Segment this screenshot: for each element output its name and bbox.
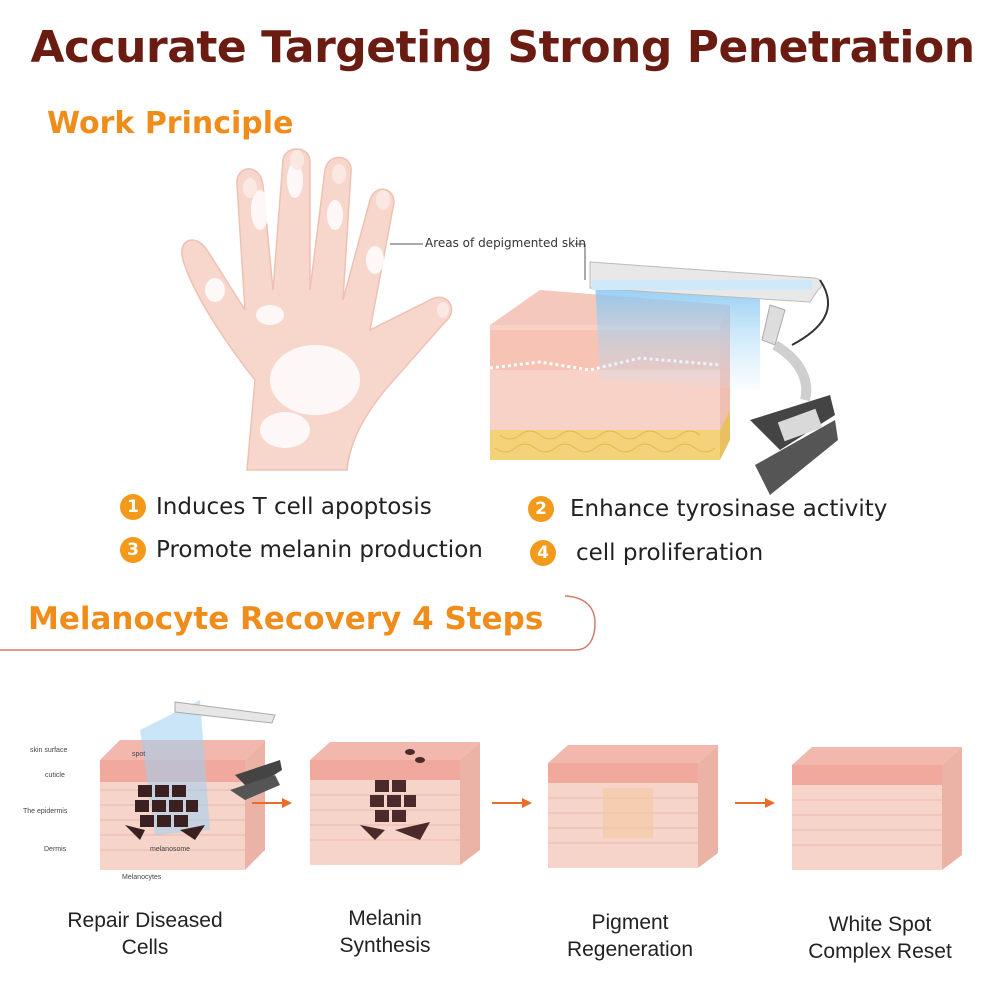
- step-2-image: [310, 740, 485, 880]
- step-1-label: Repair Diseased Cells: [67, 909, 223, 959]
- anno-epidermis: The epidermis: [23, 808, 68, 815]
- principle-text: Induces T cell apoptosis: [156, 494, 432, 520]
- step-4-label: White Spot Complex Reset: [808, 913, 952, 963]
- step-1-image: [100, 690, 285, 885]
- work-principle-title: Work Principle: [47, 106, 294, 141]
- arrow-icon: [735, 798, 775, 808]
- anno-melanosome: melanosome: [150, 846, 191, 853]
- anno-dermis: Dermis: [44, 846, 67, 853]
- callout-line: [390, 243, 586, 280]
- principle-4: 4 cell proliferation: [530, 540, 763, 566]
- principle-text: cell proliferation: [576, 540, 764, 566]
- hand-illustration: [175, 140, 475, 475]
- callout-label: Areas of depigmented skin: [425, 236, 586, 250]
- anno-cuticle: cuticle: [45, 772, 65, 779]
- principle-3: 3 Promote melanin production: [120, 537, 483, 563]
- anno-spot: spot: [132, 751, 146, 758]
- principle-text: Promote melanin production: [156, 537, 483, 563]
- number-badge: 2: [528, 496, 554, 522]
- principle-2: 2 Enhance tyrosinase activity: [528, 496, 887, 522]
- principle-1: 1 Induces T cell apoptosis: [120, 494, 432, 520]
- number-badge: 3: [120, 537, 146, 563]
- steps-title: Melanocyte Recovery 4 Steps: [28, 601, 544, 637]
- step-3-label: Pigment Regeneration: [566, 911, 694, 961]
- number-badge: 4: [530, 540, 556, 566]
- step-2-label: Melanin Synthesis: [339, 907, 431, 957]
- step-3-image: [548, 743, 723, 880]
- arrow-icon: [252, 798, 292, 808]
- principle-text: Enhance tyrosinase activity: [570, 496, 888, 522]
- anno-skin-surface: skin surface: [30, 747, 68, 754]
- steps-banner-frame: [0, 595, 596, 651]
- step-4-image: [792, 745, 967, 880]
- skin-device-illustration: [480, 250, 840, 520]
- headline: Accurate Targeting Strong Penetration: [30, 22, 975, 73]
- number-badge: 1: [120, 494, 146, 520]
- arrow-icon: [492, 798, 532, 808]
- anno-melanocytes: Melanocytes: [122, 874, 162, 881]
